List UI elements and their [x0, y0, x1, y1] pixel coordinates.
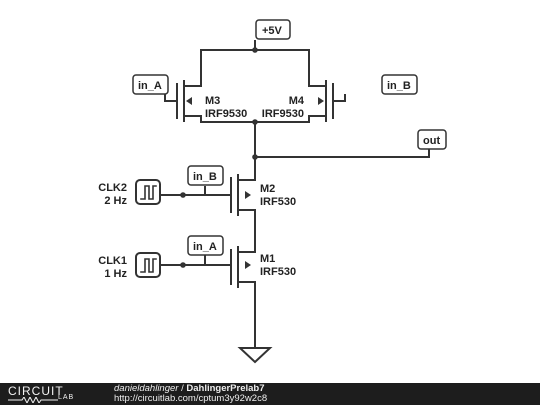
- footer-title-line: danieldahlinger / DahlingerPrelab7: [114, 384, 267, 394]
- net-label-box-in-a-m1: [187, 235, 224, 256]
- logo-word-lab: LAB: [58, 394, 75, 401]
- m2-arrow: [245, 191, 251, 199]
- author-link[interactable]: danieldahlinger: [114, 383, 179, 394]
- junction-m1-gate: [180, 262, 186, 268]
- schematic-canvas: +5V in_A in_B out in_B in_A M3 IRF9530 M…: [98, 19, 447, 364]
- m3-arrow: [186, 97, 192, 105]
- m2-name: M2: [260, 183, 275, 195]
- net-label-in-b-top: in_B: [387, 80, 411, 92]
- footer-text: danieldahlinger / DahlingerPrelab7 http:…: [114, 384, 267, 404]
- net-label-out: out: [423, 135, 440, 147]
- circuitlab-logo[interactable]: CIRCUIT LAB: [6, 384, 92, 404]
- clk1-freq: 1 Hz: [104, 268, 127, 280]
- m4-arrow: [318, 97, 324, 105]
- m4-name: M4: [289, 95, 305, 107]
- m4-part: IRF9530: [262, 108, 304, 120]
- circuit-url[interactable]: http://circuitlab.com/cptum3y92w2c8: [114, 393, 268, 404]
- supply-label-box: [255, 19, 291, 40]
- clock-source-clk2: [135, 179, 161, 205]
- clk1-name: CLK1: [98, 255, 127, 267]
- footer-bar: CIRCUIT LAB danieldahlinger / DahlingerP…: [0, 383, 540, 405]
- net-label-in-a-m1: in_A: [193, 241, 217, 253]
- supply-label: +5V: [262, 25, 283, 37]
- transistor-m2: [230, 156, 256, 253]
- net-label-in-a-top: in_A: [138, 80, 162, 92]
- junction-m3m4: [252, 119, 258, 125]
- transistor-m4: [308, 49, 334, 123]
- clk2-freq: 2 Hz: [104, 195, 127, 207]
- transistor-m1: [230, 246, 256, 348]
- circuit-title[interactable]: DahlingerPrelab7: [186, 383, 265, 394]
- m1-arrow: [245, 261, 251, 269]
- net-label-box-in-b-top: [381, 74, 418, 95]
- net-label-box-in-a-top: [132, 74, 169, 95]
- net-label-box-out: [417, 129, 447, 150]
- m1-part: IRF530: [260, 266, 296, 278]
- clock-source-clk1: [135, 252, 161, 278]
- logo-resistor-icon: [8, 397, 58, 403]
- junction-m2-gate: [180, 192, 186, 198]
- clk2-name: CLK2: [98, 182, 127, 194]
- net-label-box-in-b-m2: [187, 165, 224, 186]
- ground-symbol: [237, 347, 273, 364]
- m3-name: M3: [205, 95, 220, 107]
- junction-out: [252, 154, 258, 160]
- junction-supply: [252, 47, 258, 53]
- m3-part: IRF9530: [205, 108, 247, 120]
- net-label-in-b-m2: in_B: [193, 171, 217, 183]
- footer-separator: /: [178, 383, 187, 394]
- logo-word-circuit: CIRCUIT: [8, 384, 64, 398]
- m1-name: M1: [260, 253, 275, 265]
- m2-part: IRF530: [260, 196, 296, 208]
